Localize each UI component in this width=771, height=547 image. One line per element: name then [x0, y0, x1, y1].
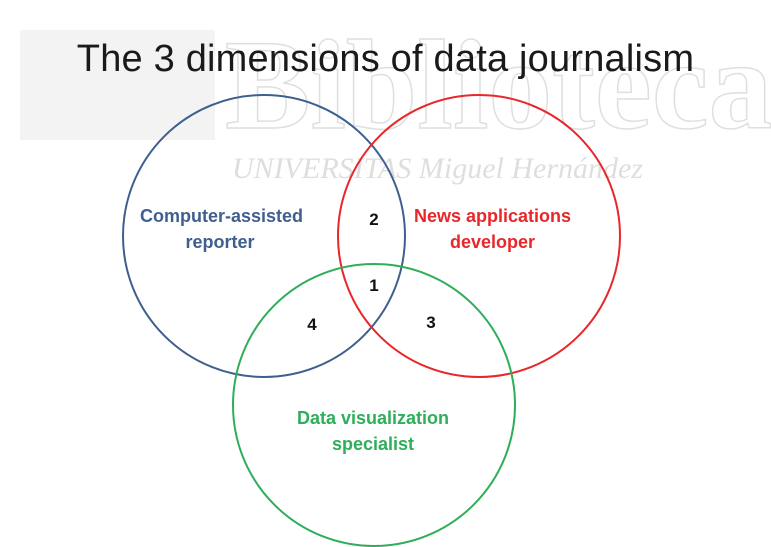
label-news-line2: developer [449, 232, 536, 252]
label-computer-assisted-reporter: Computer-assisted reporter [140, 203, 304, 255]
label-news-line1: News applications [413, 206, 572, 226]
circle-data-visualization-specialist [232, 263, 516, 547]
region-number-center: 1 [369, 276, 379, 295]
label-viz-line2: specialist [331, 434, 415, 454]
label-computer-line1: Computer-assisted [140, 206, 304, 226]
region-number-news-viz: 3 [426, 313, 436, 332]
region-number-computer-news: 2 [369, 210, 379, 229]
circle-news-applications-developer [337, 94, 621, 378]
circle-computer-assisted-reporter [122, 94, 406, 378]
page-title: The 3 dimensions of data journalism [76, 38, 695, 80]
label-news-applications-developer: News applications developer [410, 203, 575, 255]
label-viz-line1: Data visualization [296, 408, 450, 428]
label-data-visualization-specialist: Data visualization specialist [280, 405, 466, 457]
label-computer-line2: reporter [185, 232, 255, 252]
region-number-computer-viz: 4 [307, 315, 317, 334]
